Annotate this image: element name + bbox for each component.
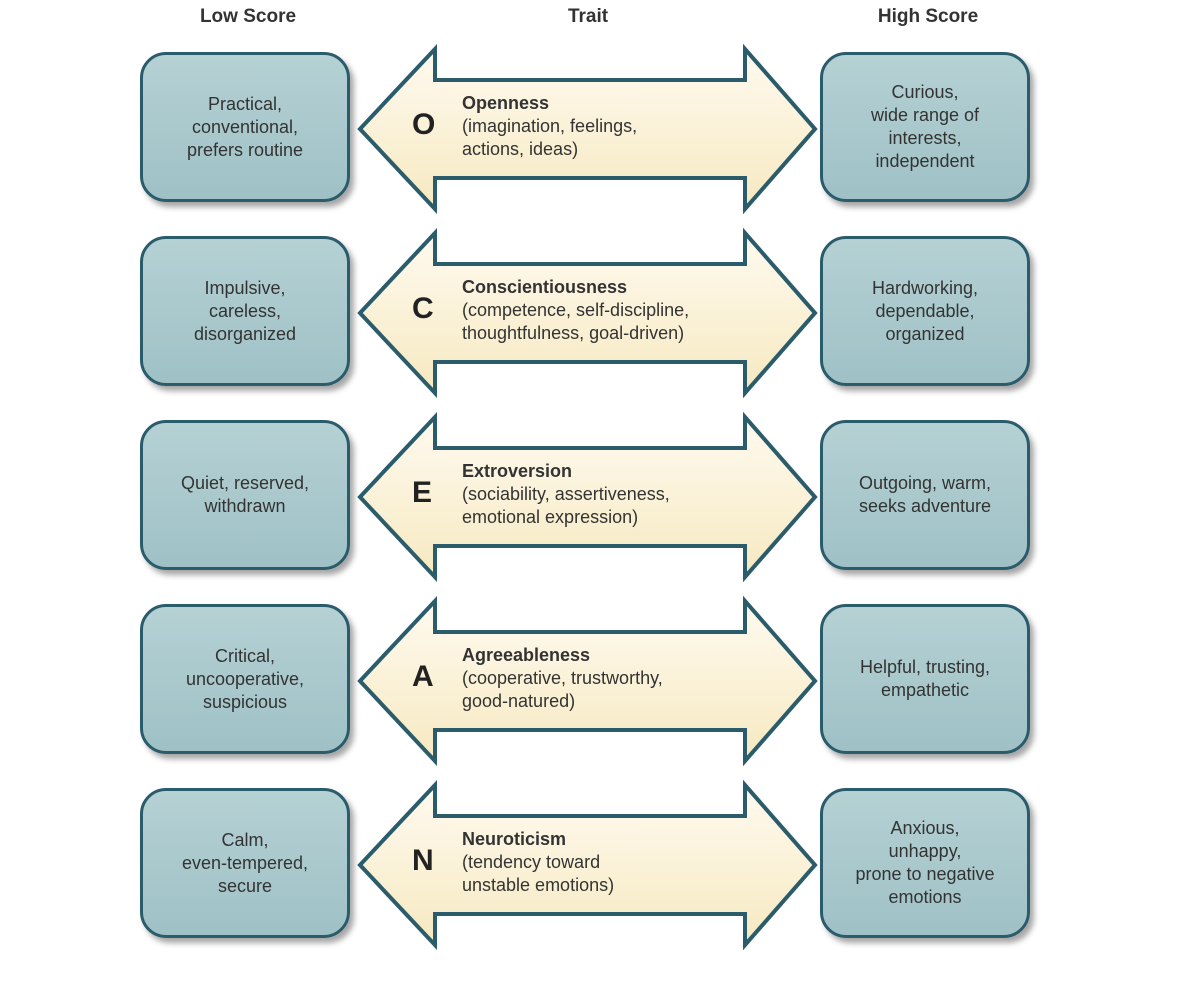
double-arrow: [357, 228, 818, 398]
header-low-score: Low Score: [199, 6, 297, 27]
double-arrow: [357, 44, 818, 214]
low-score-box: Calm, even-tempered, secure: [140, 788, 350, 938]
trait-letter: C: [412, 292, 434, 325]
header-trait: Trait: [567, 6, 609, 27]
high-score-box: Outgoing, warm, seeks adventure: [820, 420, 1030, 570]
trait-letter: N: [412, 844, 434, 877]
trait-name: Conscientiousness: [462, 277, 628, 297]
low-score-box: Critical, uncooperative, suspicious: [140, 604, 350, 754]
double-arrow: [357, 596, 818, 766]
trait-text: Neuroticism (tendency toward unstable em…: [462, 828, 614, 897]
trait-description: (competence, self-discipline, thoughtful…: [462, 300, 690, 343]
trait-name: Openness: [462, 93, 550, 113]
trait-text: Conscientiousness (competence, self-disc…: [462, 276, 689, 345]
trait-description: (tendency toward unstable emotions): [462, 852, 615, 895]
trait-description: (imagination, feelings, actions, ideas): [462, 116, 638, 159]
trait-description: (cooperative, trustworthy, good-natured): [462, 668, 663, 711]
high-score-box: Curious, wide range of interests, indepe…: [820, 52, 1030, 202]
trait-letter: E: [412, 476, 433, 509]
header-high-score: High Score: [877, 6, 979, 27]
high-score-box: Anxious, unhappy, prone to negative emot…: [820, 788, 1030, 938]
low-score-box: Impulsive, careless, disorganized: [140, 236, 350, 386]
trait-text: Openness (imagination, feelings, actions…: [462, 92, 637, 161]
double-arrow: [357, 412, 818, 582]
high-score-box: Hardworking, dependable, organized: [820, 236, 1030, 386]
trait-name: Agreeableness: [462, 645, 591, 665]
trait-text: Agreeableness (cooperative, trustworthy,…: [462, 644, 663, 713]
trait-description: (sociability, assertiveness, emotional e…: [462, 484, 670, 527]
low-score-box: Practical, conventional, prefers routine: [140, 52, 350, 202]
trait-letter: O: [412, 108, 436, 141]
trait-text: Extroversion (sociability, assertiveness…: [462, 460, 670, 529]
trait-letter: A: [412, 660, 434, 693]
double-arrow: [357, 780, 818, 950]
trait-name: Extroversion: [462, 461, 573, 481]
high-score-box: Helpful, trusting, empathetic: [820, 604, 1030, 754]
trait-name: Neuroticism: [462, 829, 567, 849]
low-score-box: Quiet, reserved, withdrawn: [140, 420, 350, 570]
